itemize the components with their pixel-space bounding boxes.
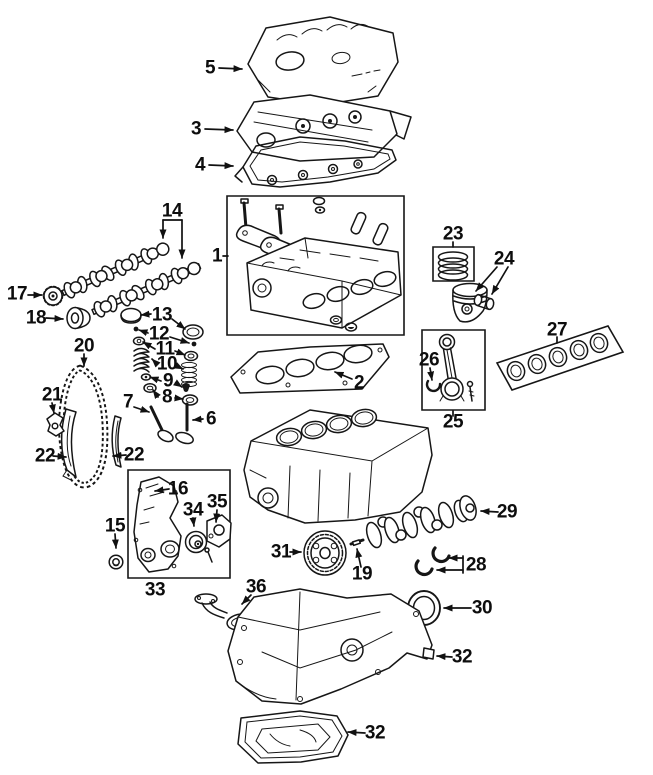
callout-16[interactable]: 16	[168, 479, 189, 500]
cylinder-block-part	[244, 408, 432, 523]
head-gasket-part	[231, 343, 389, 393]
valve-spring-right	[182, 362, 197, 386]
callout-5[interactable]: 5	[205, 58, 217, 79]
chain-guide-left-part	[62, 409, 76, 480]
callout-18[interactable]: 18	[26, 308, 47, 329]
cylinder-head-box	[227, 196, 404, 335]
callout-33[interactable]: 33	[145, 580, 166, 601]
callout-32-lower[interactable]: 32	[365, 723, 386, 744]
main-bearings-box	[497, 326, 623, 390]
valve-keeper-right	[191, 341, 197, 347]
callout-34[interactable]: 34	[183, 500, 205, 521]
valve-spring-left	[134, 348, 149, 372]
leader-lines	[28, 65, 557, 736]
valve-guide-right	[183, 395, 198, 405]
callout-13[interactable]: 13	[152, 305, 173, 326]
spring-seat-right	[182, 383, 190, 392]
piston-pin-part	[474, 294, 495, 310]
callout-7[interactable]: 7	[123, 392, 134, 413]
callout-35[interactable]: 35	[207, 492, 229, 513]
connecting-rod-box	[422, 330, 485, 410]
intake-valve-part	[151, 407, 175, 444]
callout-1[interactable]: 1	[212, 246, 224, 267]
crank-pulley-part	[304, 531, 346, 575]
cam-sprocket-part	[44, 287, 63, 306]
front-cover-box	[128, 470, 231, 578]
crankshaft-part	[351, 494, 479, 550]
callout-12[interactable]: 12	[149, 324, 170, 345]
callout-26[interactable]: 26	[419, 350, 440, 371]
crank-key-part	[353, 540, 361, 545]
main-bearing-shells	[505, 331, 610, 383]
callout-10[interactable]: 10	[157, 354, 178, 375]
valve-lifter-left	[121, 309, 141, 324]
callout-6[interactable]: 6	[206, 409, 217, 430]
callout-labels: 5 3 4 1 14 17 18 13 12 11 10 9 8 7 6 20 …	[7, 58, 568, 744]
chain-guide-right-part	[112, 416, 121, 467]
valve-lifter-right	[183, 325, 203, 339]
piston-part	[453, 284, 495, 322]
callout-20[interactable]: 20	[74, 336, 95, 357]
cam-pulley-part	[67, 308, 90, 329]
callout-36[interactable]: 36	[246, 577, 267, 598]
callout-19[interactable]: 19	[352, 564, 373, 585]
valve-cover-gasket-part	[235, 137, 396, 187]
spring-retainer-right	[185, 352, 198, 361]
rod-bearing-part	[427, 381, 440, 391]
valve-keeper-left	[133, 326, 139, 332]
engine-cover-part	[248, 17, 398, 105]
camshaft-intake-part	[89, 258, 203, 320]
callout-23[interactable]: 23	[443, 224, 464, 245]
callout-25[interactable]: 25	[443, 412, 465, 433]
chain-tensioner-part	[47, 413, 64, 436]
callout-30[interactable]: 30	[472, 598, 493, 619]
callout-31[interactable]: 31	[271, 542, 293, 563]
callout-27[interactable]: 27	[547, 320, 568, 341]
thrust-washers-part	[416, 548, 449, 574]
timing-chain-part	[61, 368, 105, 485]
camshaft-exhaust-part	[59, 239, 171, 301]
callout-15[interactable]: 15	[105, 516, 127, 537]
upper-oil-pan-part	[228, 589, 434, 704]
callout-29[interactable]: 29	[497, 502, 518, 523]
callout-32-upper[interactable]: 32	[452, 647, 473, 668]
callout-2[interactable]: 2	[354, 373, 365, 394]
spring-retainer-left	[134, 337, 145, 345]
front-crank-seal-part	[109, 555, 123, 569]
callout-21[interactable]: 21	[42, 385, 64, 406]
callout-22-right[interactable]: 22	[124, 445, 145, 466]
callout-3[interactable]: 3	[191, 119, 202, 140]
callout-17[interactable]: 17	[7, 284, 28, 305]
callout-9[interactable]: 9	[163, 371, 174, 392]
callout-8[interactable]: 8	[162, 387, 173, 408]
oil-pump-rotor-part	[186, 532, 207, 553]
callout-24[interactable]: 24	[494, 249, 516, 270]
oil-pump-cover-part	[205, 515, 231, 562]
callout-11[interactable]: 11	[155, 339, 176, 360]
callout-4[interactable]: 4	[195, 155, 207, 176]
lower-oil-pan-part	[238, 711, 348, 763]
piston-rings-box	[433, 247, 474, 281]
valve-cover-part	[237, 95, 411, 161]
callout-28[interactable]: 28	[466, 555, 487, 576]
callout-14[interactable]: 14	[162, 201, 184, 222]
callout-22-left[interactable]: 22	[35, 446, 56, 467]
exhaust-valve-part	[174, 404, 194, 446]
